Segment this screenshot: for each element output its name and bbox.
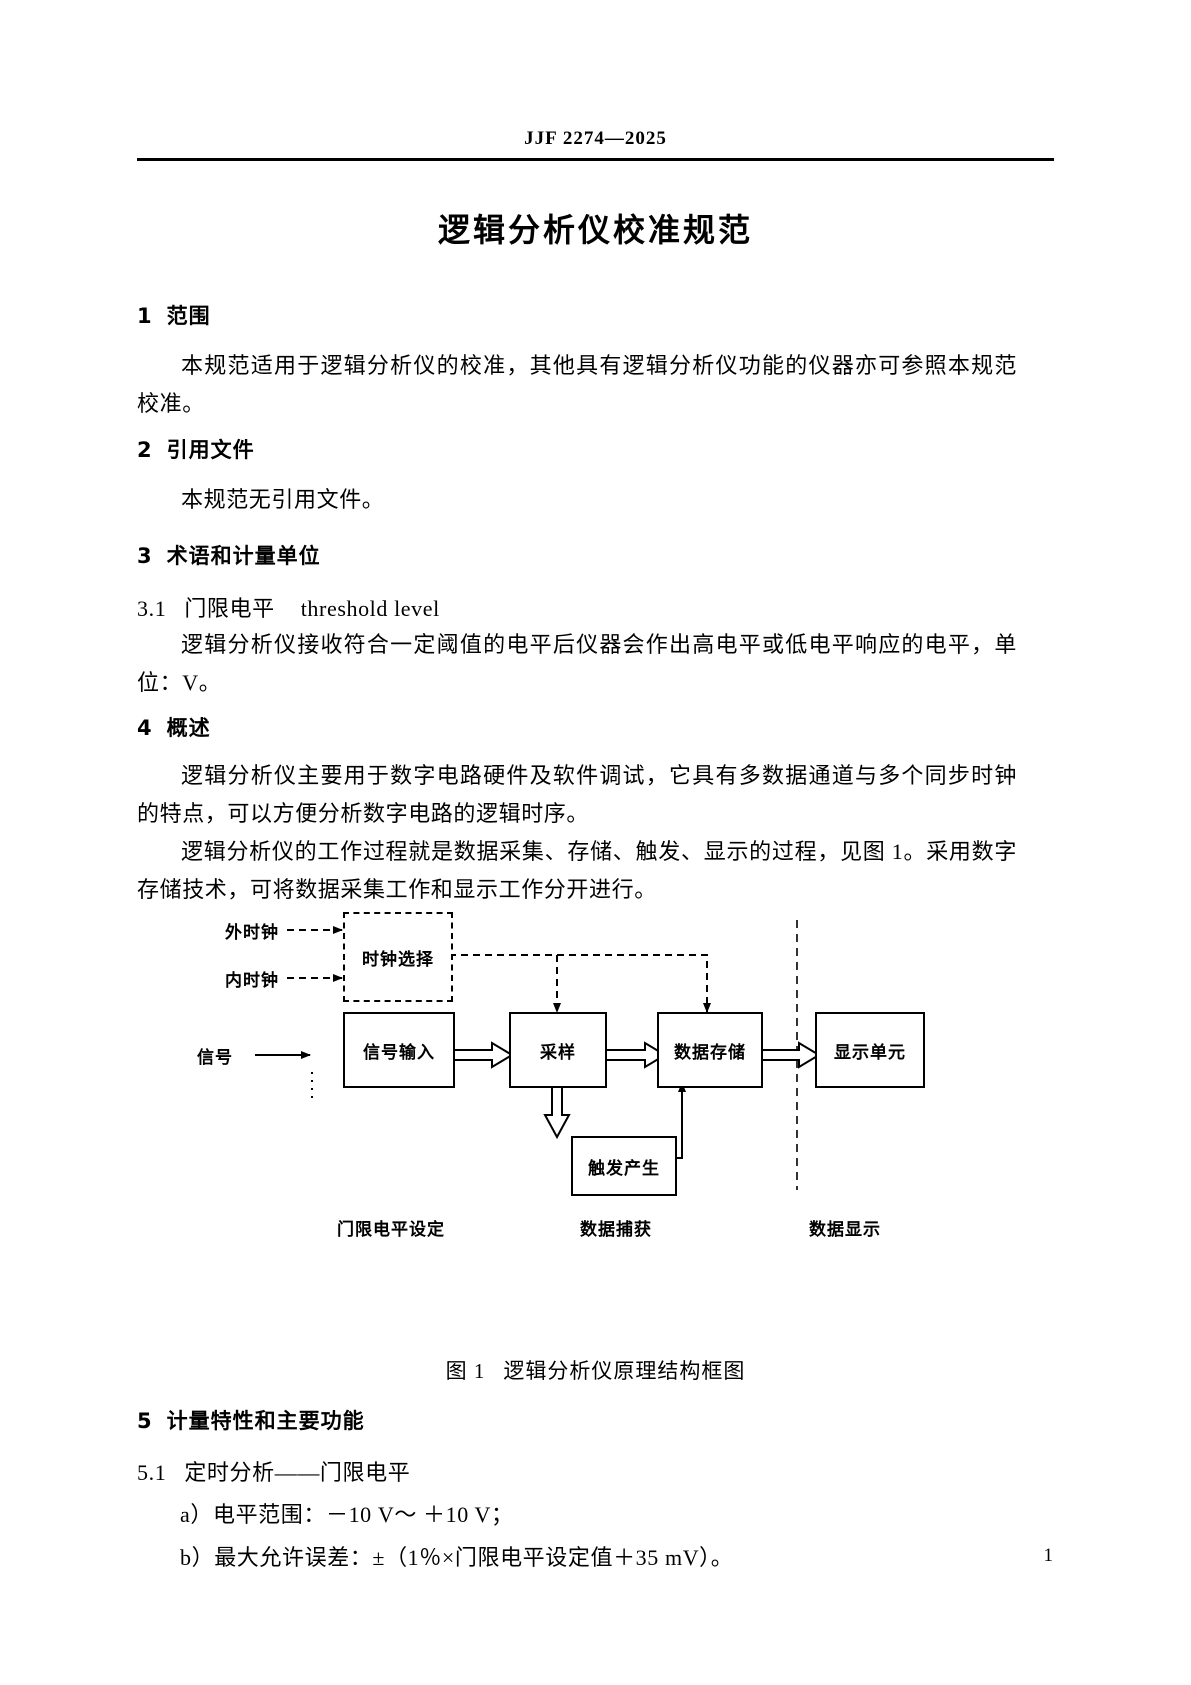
document-title: 逻辑分析仪校准规范 xyxy=(437,211,753,249)
term-number: 3.1 xyxy=(137,596,167,621)
subsection-number-5-1: 5.1 xyxy=(137,1460,167,1485)
figure-box-trigger-generation: 触发产生 xyxy=(571,1136,677,1196)
list-item-a: a）电平范围：－10 V～ ＋10 V； xyxy=(180,1502,514,1527)
paragraph-overview-1: 逻辑分析仪主要用于数字电路硬件及软件调试，它具有多数据通道与多个同步时钟的特点，… xyxy=(137,763,1017,826)
section-heading-3: 3 术语和计量单位 xyxy=(137,540,321,570)
figure-box-trigger-generation-label: 触发产生 xyxy=(588,1158,660,1179)
section-number-3: 3 xyxy=(137,544,153,568)
section-heading-2: 2 引用文件 xyxy=(137,434,255,464)
section-number-1: 1 xyxy=(137,304,153,328)
subsection-title-5-1: 定时分析——门限电平 xyxy=(184,1460,411,1485)
figure-label-ext-clock: 外时钟 xyxy=(225,923,279,943)
figure-zone-data-capture: 数据捕获 xyxy=(580,1220,652,1240)
figure-box-sampling-label: 采样 xyxy=(540,1042,576,1063)
figure-caption-text: 逻辑分析仪原理结构框图 xyxy=(503,1359,746,1383)
figure-box-sampling: 采样 xyxy=(509,1012,607,1088)
figure-zone-threshold-setting: 门限电平设定 xyxy=(337,1220,445,1240)
figure-box-clock-select-label: 时钟选择 xyxy=(362,949,434,970)
paragraph-scope: 本规范适用于逻辑分析仪的校准，其他具有逻辑分析仪功能的仪器亦可参照本规范校准。 xyxy=(137,353,1017,416)
figure-label-int-clock: 内时钟 xyxy=(225,971,279,991)
term-heading-3-1: 3.1 门限电平 threshold level xyxy=(137,591,440,623)
section-title-4: 概述 xyxy=(166,716,211,740)
figure-box-signal-input-label: 信号输入 xyxy=(363,1042,435,1063)
section-heading-4: 4 概述 xyxy=(137,712,211,742)
figure-box-data-storage: 数据存储 xyxy=(657,1012,763,1088)
figure-box-display-unit-label: 显示单元 xyxy=(834,1042,906,1063)
paragraph-overview-2: 逻辑分析仪的工作过程就是数据采集、存储、触发、显示的过程，见图 1。采用数字存储… xyxy=(137,839,1017,902)
term-name-en: threshold level xyxy=(300,596,440,621)
section-title-2: 引用文件 xyxy=(166,438,255,462)
list-item-b: b）最大允许误差：±（1％×门限电平设定值＋35 mV）。 xyxy=(180,1545,734,1570)
section-title-3: 术语和计量单位 xyxy=(166,544,321,568)
figure-box-clock-select: 时钟选择 xyxy=(343,912,453,1002)
paragraph-term-definition: 逻辑分析仪接收符合一定阈值的电平后仪器会作出高电平或低电平响应的电平，单位：V。 xyxy=(137,632,1017,695)
figure-box-data-storage-label: 数据存储 xyxy=(674,1042,746,1063)
section-heading-1: 1 范围 xyxy=(137,300,211,330)
figure-caption: 图 1 逻辑分析仪原理结构框图 xyxy=(137,1355,1054,1385)
figure-zone-data-display: 数据显示 xyxy=(809,1220,881,1240)
figure-caption-label: 图 1 xyxy=(445,1359,486,1383)
figure-label-signal: 信号 xyxy=(197,1048,233,1068)
paragraph-references: 本规范无引用文件。 xyxy=(181,487,385,512)
section-heading-5: 5 计量特性和主要功能 xyxy=(137,1405,365,1435)
figure-box-display-unit: 显示单元 xyxy=(815,1012,925,1088)
term-name-cn: 门限电平 xyxy=(184,596,275,621)
figure-box-signal-input: 信号输入 xyxy=(343,1012,455,1088)
section-title-5: 计量特性和主要功能 xyxy=(166,1409,365,1433)
page-number: 1 xyxy=(1043,1545,1054,1566)
subsection-heading-5-1: 5.1 定时分析——门限电平 xyxy=(137,1455,410,1487)
header-rule xyxy=(137,158,1054,161)
section-number-2: 2 xyxy=(137,438,153,462)
figure-block-diagram: 外时钟 内时钟 信号 时钟选择 信号输入 采样 数据存储 显示单元 触发产生 门… xyxy=(137,900,1054,1270)
section-number-4: 4 xyxy=(137,716,153,740)
page-header-standard-number: JJF 2274—2025 xyxy=(524,128,667,149)
section-number-5: 5 xyxy=(137,1409,153,1433)
section-title-1: 范围 xyxy=(166,304,211,328)
